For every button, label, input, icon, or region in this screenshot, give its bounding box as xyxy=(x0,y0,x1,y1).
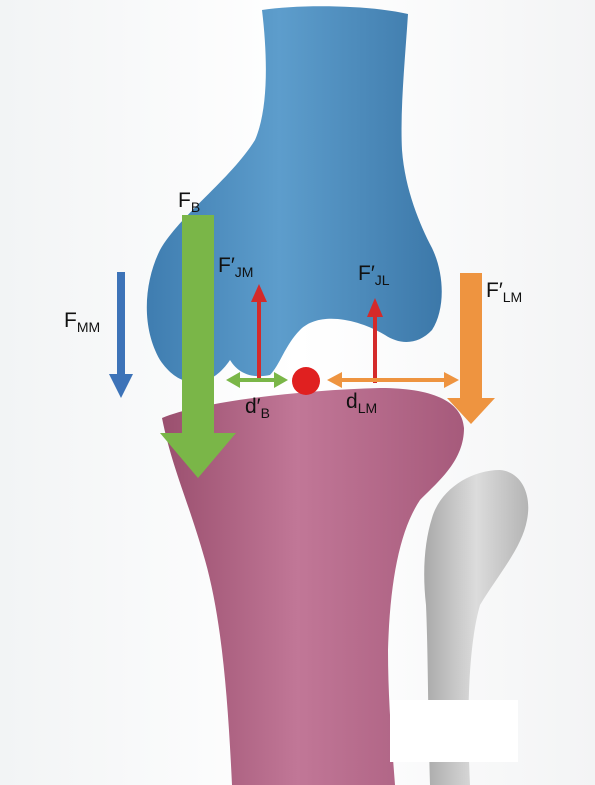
pivot-point xyxy=(292,367,320,395)
label-fjl: F′JL xyxy=(358,263,390,287)
label-fmm: FMM xyxy=(64,310,100,334)
label-fjm: F′JM xyxy=(218,255,253,279)
label-db: d′B xyxy=(245,396,270,420)
blank-box xyxy=(390,700,518,762)
label-dlm: dLM xyxy=(346,391,377,415)
label-fb: FB xyxy=(178,190,200,214)
label-flm: F′LM xyxy=(486,280,522,304)
